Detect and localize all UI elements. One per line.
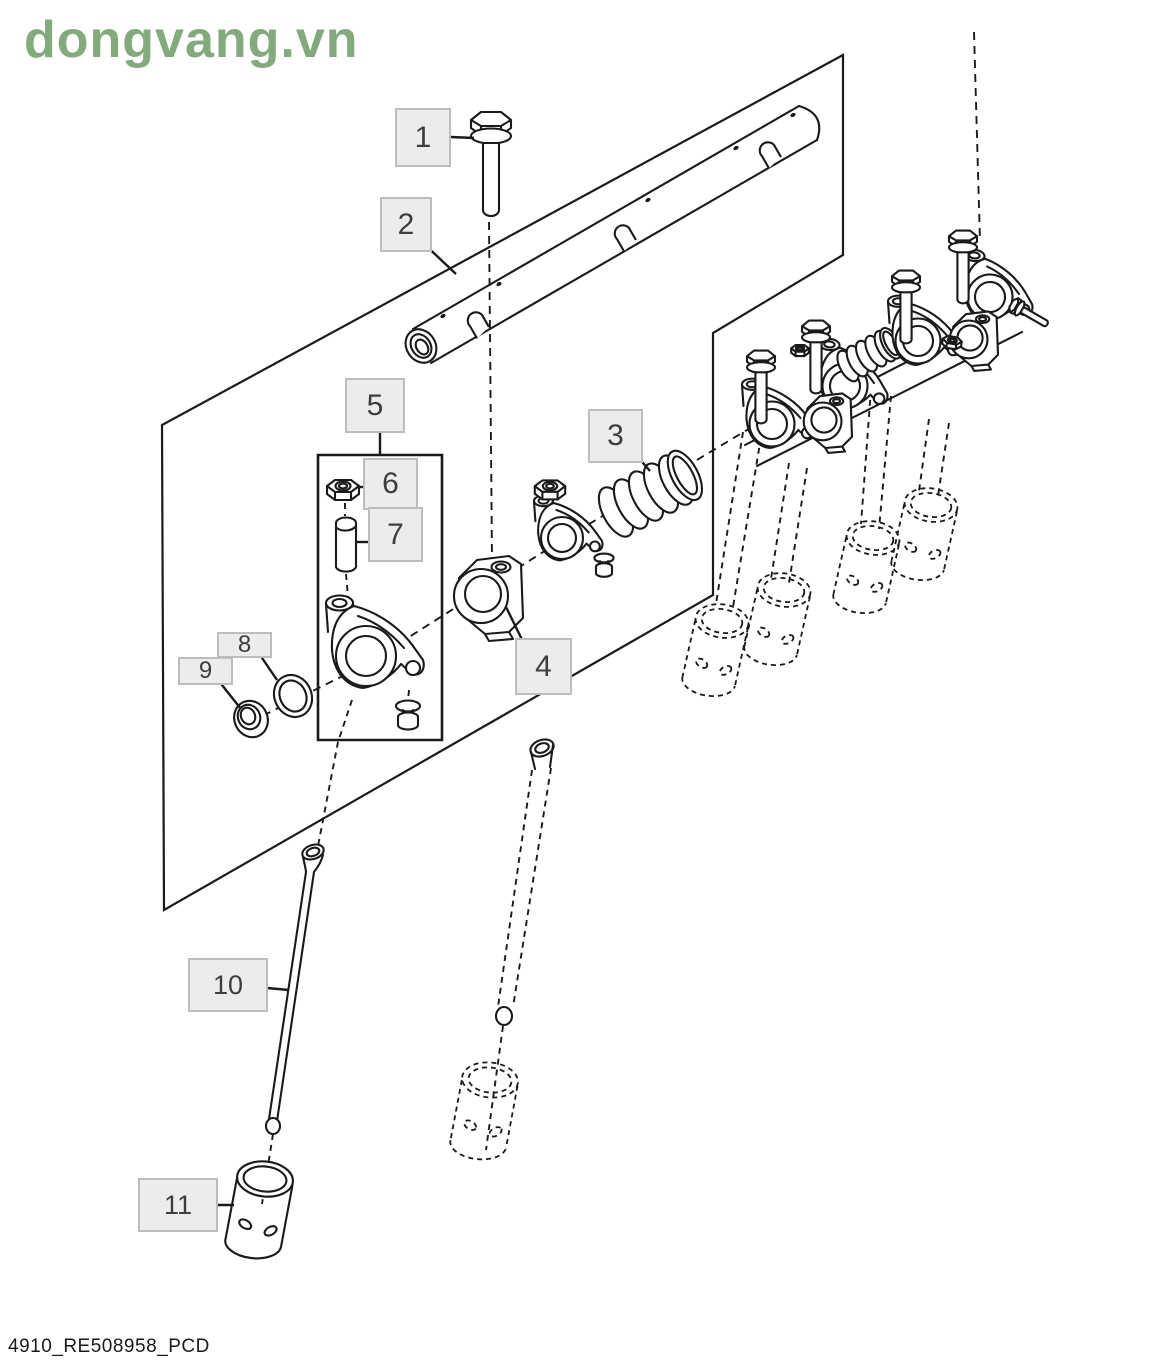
callout-leader-lines bbox=[217, 137, 650, 1205]
drawing-code: 4910_RE508958_PCD bbox=[8, 1336, 210, 1357]
rocker-arm-drawing bbox=[324, 594, 425, 731]
push-rod-drawing bbox=[266, 842, 326, 1134]
callout-8[interactable]: 8 bbox=[217, 632, 272, 658]
washer-drawing bbox=[228, 695, 274, 742]
callout-10[interactable]: 10 bbox=[188, 958, 268, 1012]
tappet-cup-drawing bbox=[224, 1158, 295, 1261]
rocker-arm-shaft-drawing bbox=[399, 106, 819, 369]
callout-7[interactable]: 7 bbox=[368, 507, 423, 562]
callout-6[interactable]: 6 bbox=[363, 458, 418, 510]
shaft-support-drawing bbox=[452, 554, 525, 643]
callout-4[interactable]: 4 bbox=[515, 638, 572, 695]
hex-flange-bolt-drawing bbox=[469, 110, 513, 218]
callout-11[interactable]: 11 bbox=[138, 1178, 218, 1232]
ghost-push-rod-tip-drawing bbox=[496, 736, 556, 1025]
callout-5[interactable]: 5 bbox=[345, 378, 405, 433]
callout-9[interactable]: 9 bbox=[178, 657, 233, 685]
mounting-plane-outline bbox=[162, 55, 843, 910]
jam-nut-drawing bbox=[325, 478, 361, 502]
callout-3[interactable]: 3 bbox=[588, 409, 643, 463]
callout-2[interactable]: 2 bbox=[380, 197, 432, 252]
pin-drawing bbox=[336, 518, 356, 572]
watermark-logo: dongvang.vn bbox=[24, 11, 359, 69]
callout-1[interactable]: 1 bbox=[395, 108, 451, 167]
ghost-tappet-cups bbox=[447, 483, 961, 1164]
rocker-shaft-assembly-drawing bbox=[741, 229, 1052, 466]
seal-ring-drawing bbox=[267, 669, 319, 724]
